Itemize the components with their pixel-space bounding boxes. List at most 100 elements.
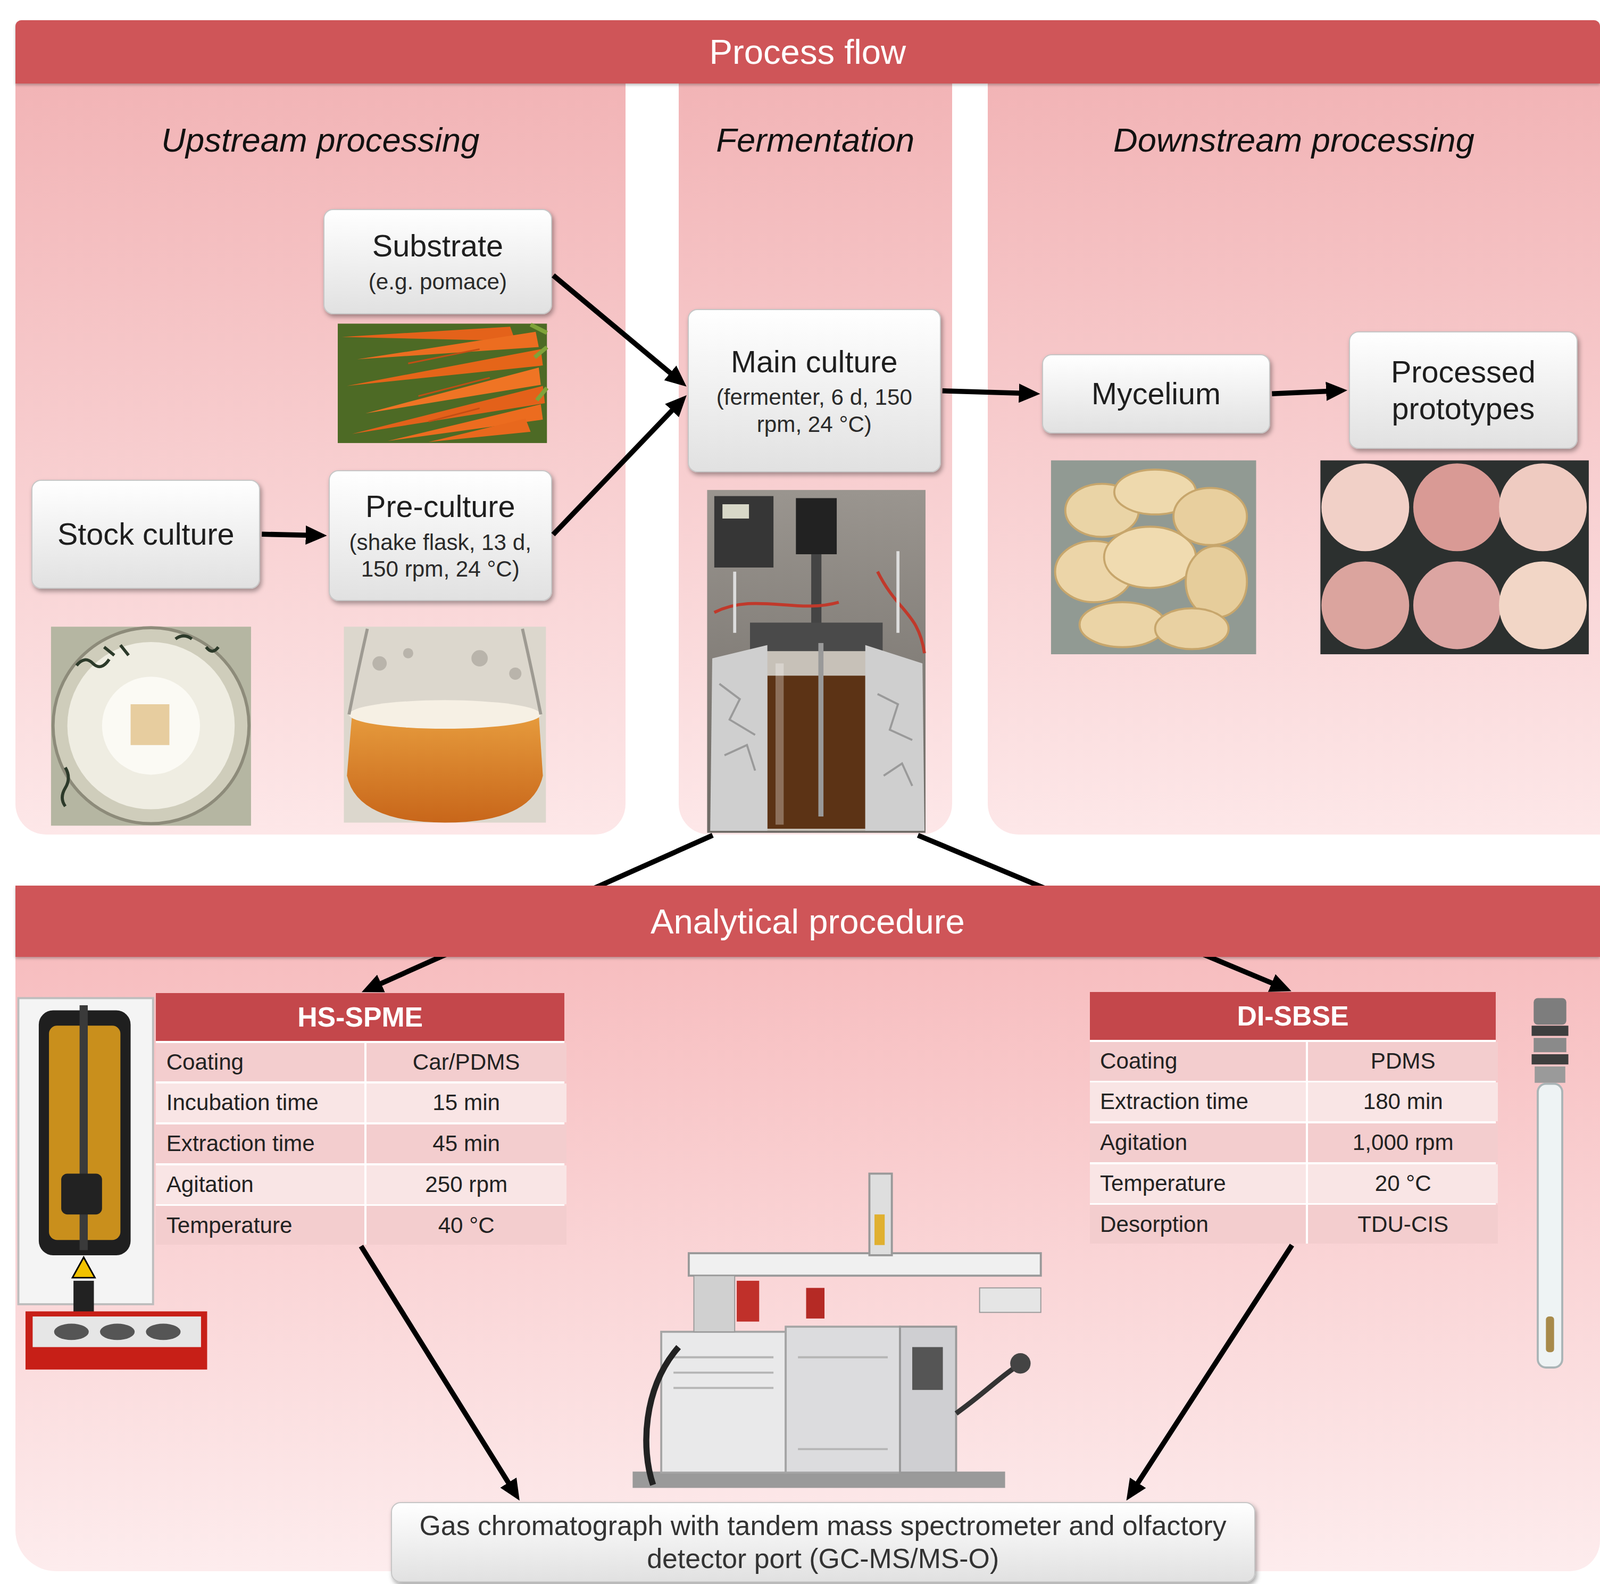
spme-autosampler-part <box>61 1173 103 1215</box>
spme-autosampler-part <box>32 1316 202 1348</box>
carrot-photo-part <box>387 404 544 441</box>
table-cell: Coating <box>155 1043 364 1082</box>
box-detail: (shake flask, 13 d, 150 rpm, 24 °C) <box>338 529 543 583</box>
table-cell: 45 min <box>366 1124 567 1164</box>
spme-autosampler-part <box>100 1323 135 1340</box>
stage-panel: Upstream processingSubstrate(e.g. pomace… <box>15 83 626 835</box>
fermenter-photo-part <box>795 498 837 555</box>
gc-instrument-part <box>979 1287 1041 1313</box>
carrot-photo-part <box>407 348 490 422</box>
table-cell: Temperature <box>155 1205 364 1245</box>
table-cell: 20 °C <box>1307 1164 1498 1204</box>
flow-arrow <box>553 275 672 375</box>
mycelium-photo-part <box>1104 526 1197 588</box>
process-box: Main culture(fermenter, 6 d, 150 rpm, 24… <box>687 309 941 473</box>
box-title: Processed prototypes <box>1359 353 1568 428</box>
sbse-stir-bar-part <box>1534 1066 1566 1083</box>
carrot-photo <box>337 323 547 443</box>
table-grid: CoatingCar/PDMSIncubation time15 minExtr… <box>155 1040 564 1246</box>
table-cell: Desorption <box>1089 1204 1307 1244</box>
prototype-photo-part <box>1321 561 1410 649</box>
fermenter-photo-part <box>765 651 868 831</box>
petri-dish-photo-part <box>102 676 200 775</box>
box-detail: (fermenter, 6 d, 150 rpm, 24 °C) <box>697 384 931 438</box>
carrot-photo-part <box>346 348 543 386</box>
gc-instrument-part <box>785 1326 900 1473</box>
sbse-stir-bar <box>1531 998 1569 1368</box>
table-cell: Car/PDMS <box>366 1043 567 1082</box>
flow-arrow <box>379 835 713 985</box>
fermenter-photo-part <box>767 675 866 829</box>
carrot-photo-part <box>352 385 546 434</box>
section-band: Process flowUpstream processingSubstrate… <box>15 20 1600 837</box>
gc-instrument-part <box>632 1471 1005 1489</box>
sbse-stir-bar-part <box>1537 1084 1563 1368</box>
table-cell: Agitation <box>155 1165 364 1205</box>
mycelium-photo-part <box>1173 487 1247 545</box>
band-title: Analytical procedure <box>15 885 1600 957</box>
gc-instrument-part <box>956 1365 1019 1414</box>
flask-photo <box>343 626 546 823</box>
gc-instrument-part <box>673 1357 888 1450</box>
gc-instrument-part <box>688 1253 1041 1276</box>
prototype-photo <box>1320 460 1589 655</box>
sbse-stir-bar-part <box>1531 1025 1569 1036</box>
mycelium-photo-part <box>1055 540 1133 603</box>
table-cell: Coating <box>1089 1042 1307 1081</box>
table-cell: Agitation <box>1089 1123 1307 1163</box>
spme-autosampler-part <box>72 1257 95 1278</box>
fermenter-photo-part <box>775 663 784 825</box>
carrot-photo-part <box>365 367 541 414</box>
table-grid: CoatingPDMSExtraction time180 minAgitati… <box>1089 1039 1497 1245</box>
box-title: Mycelium <box>1091 375 1221 413</box>
process-box: Substrate(e.g. pomace) <box>323 209 553 315</box>
mycelium-photo-part <box>1065 484 1139 538</box>
table-cell: 250 rpm <box>366 1165 567 1205</box>
table-cell: TDU-CIS <box>1307 1204 1498 1244</box>
spme-autosampler-part <box>73 1280 94 1317</box>
gc-instrument-part <box>806 1287 825 1319</box>
prototype-photo-part <box>1413 561 1502 649</box>
mycelium-photo-part <box>1114 469 1196 515</box>
spme-autosampler-part <box>145 1323 181 1340</box>
mycelium-photo-part <box>1051 460 1257 655</box>
gc-instrument-part <box>869 1173 892 1255</box>
process-box: Pre-culture(shake flask, 13 d, 150 rpm, … <box>328 470 553 602</box>
prototype-photo-part <box>1498 463 1587 552</box>
gc-instrument-part <box>1010 1353 1031 1374</box>
flask-photo-part <box>372 656 387 671</box>
flask-photo-part <box>348 628 541 715</box>
stage-panel: Downstream processingMycelium Processed p… <box>987 83 1600 835</box>
prototype-photo-part <box>1498 561 1587 649</box>
gc-instrument-part <box>874 1214 885 1246</box>
spme-autosampler-part <box>79 1005 88 1250</box>
table-header: HS-SPME <box>155 993 564 1041</box>
parameter-table: DI-SBSECoatingPDMSExtraction time180 min… <box>1089 992 1497 1245</box>
flask-photo-part <box>346 705 543 823</box>
flow-arrow <box>1136 1245 1293 1485</box>
panel-heading: Downstream processing <box>987 120 1600 161</box>
petri-dish-photo-part <box>62 635 219 806</box>
box-title: Gas chromatograph with tandem mass spect… <box>401 1509 1245 1575</box>
table-header: DI-SBSE <box>1089 992 1497 1040</box>
table-cell: Extraction time <box>1089 1082 1307 1122</box>
flask-photo-part <box>471 650 488 667</box>
sbse-stir-bar-part <box>1533 998 1566 1025</box>
table-cell: 180 min <box>1307 1082 1498 1122</box>
fermenter-photo-part <box>811 554 822 626</box>
table-cell: 15 min <box>366 1083 567 1123</box>
prototype-photo-part <box>1413 463 1502 552</box>
gc-instrument-part <box>900 1326 957 1473</box>
mycelium-photo-part <box>1185 546 1247 618</box>
fermenter-photo-part <box>714 571 925 654</box>
flow-arrow <box>553 409 674 535</box>
table-cell: Incubation time <box>155 1083 364 1123</box>
spme-autosampler-part <box>48 1025 121 1240</box>
process-box: Stock culture <box>31 479 261 589</box>
table-cell: PDMS <box>1307 1042 1498 1081</box>
gc-instrument-part <box>646 1347 679 1486</box>
petri-dish-photo-part <box>53 627 249 824</box>
process-box: Processed prototypes <box>1348 331 1578 449</box>
fermenter-photo <box>706 489 926 833</box>
